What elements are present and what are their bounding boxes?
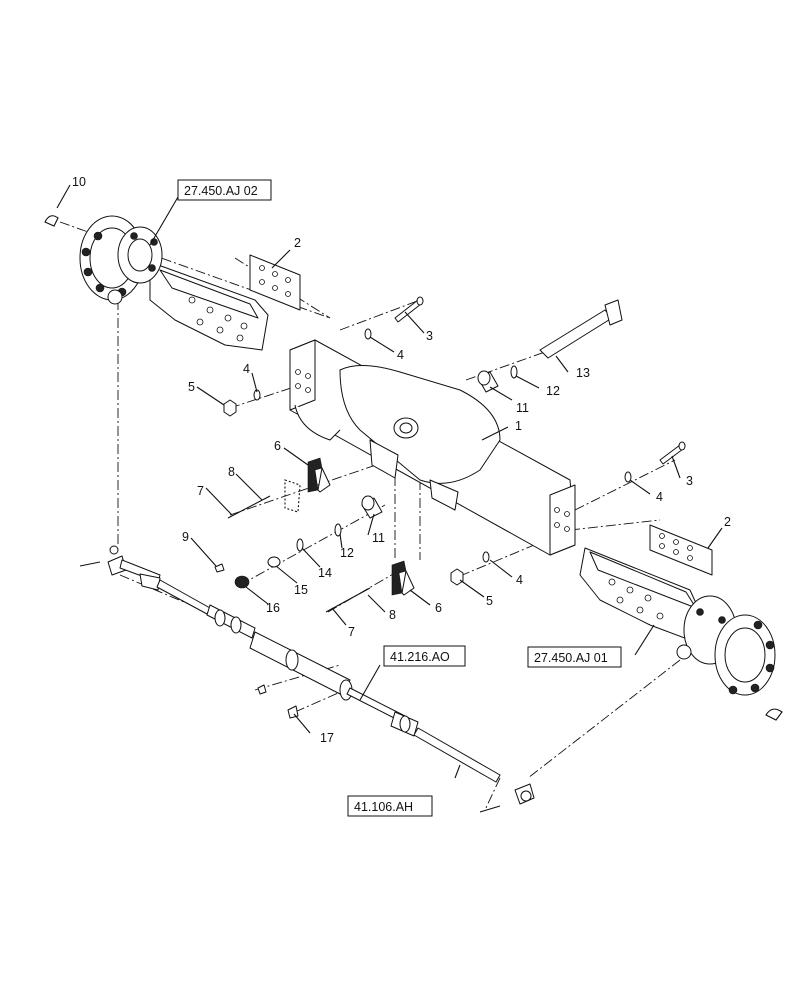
- callout-2: 2: [724, 515, 731, 529]
- callout-3: 3: [686, 474, 693, 488]
- right-hub-assembly: [579, 547, 783, 721]
- callout-13: 13: [576, 366, 590, 380]
- callout-12: 12: [546, 384, 560, 398]
- callout-4: 4: [516, 573, 523, 587]
- callout-4: 4: [243, 362, 250, 376]
- callout-1: 1: [515, 419, 522, 433]
- axle-beam: [289, 339, 576, 556]
- callout-8: 8: [389, 608, 396, 622]
- fasteners: [214, 296, 686, 613]
- callout-5: 5: [486, 594, 493, 608]
- callout-7: 7: [348, 625, 355, 639]
- callout-11: 11: [516, 401, 529, 415]
- reference-tie-rod-text: 41.106.AH: [354, 800, 413, 814]
- callout-11: 11: [372, 531, 385, 545]
- callout-4: 4: [656, 490, 663, 504]
- callout-17: 17: [320, 731, 334, 745]
- callout-15: 15: [294, 583, 308, 597]
- callout-2: 2: [294, 236, 301, 250]
- callout-16: 16: [266, 601, 280, 615]
- leader-lines: [56, 184, 723, 779]
- callout-5: 5: [188, 380, 195, 394]
- reference-box-tie-rod[interactable]: 41.106.AH: [347, 795, 433, 817]
- left-hub-assembly: [44, 215, 269, 351]
- callout-8: 8: [228, 465, 235, 479]
- shim-plates: [249, 254, 713, 576]
- callout-12: 12: [340, 546, 354, 560]
- callout-3: 3: [426, 329, 433, 343]
- callout-10: 10: [72, 175, 86, 189]
- reference-hub-left-text: 27.450.AJ 02: [184, 184, 258, 198]
- callout-9: 9: [182, 530, 189, 544]
- callout-numbers: 1 2 2 3 3 4 4 4 4 5 5 6 6 7 7 8 8 9 10 1…: [72, 175, 731, 745]
- callout-6: 6: [274, 439, 281, 453]
- callout-7: 7: [197, 484, 204, 498]
- reference-box-steering-cylinder[interactable]: 41.216.AO: [383, 645, 466, 667]
- reference-steering-cylinder-text: 41.216.AO: [390, 650, 450, 664]
- callout-14: 14: [318, 566, 332, 580]
- reference-hub-right-text: 27.450.AJ 01: [534, 651, 608, 665]
- callout-6: 6: [435, 601, 442, 615]
- callout-4: 4: [397, 348, 404, 362]
- reference-box-hub-right[interactable]: 27.450.AJ 01: [527, 646, 622, 668]
- reference-box-hub-left[interactable]: 27.450.AJ 02: [177, 179, 272, 201]
